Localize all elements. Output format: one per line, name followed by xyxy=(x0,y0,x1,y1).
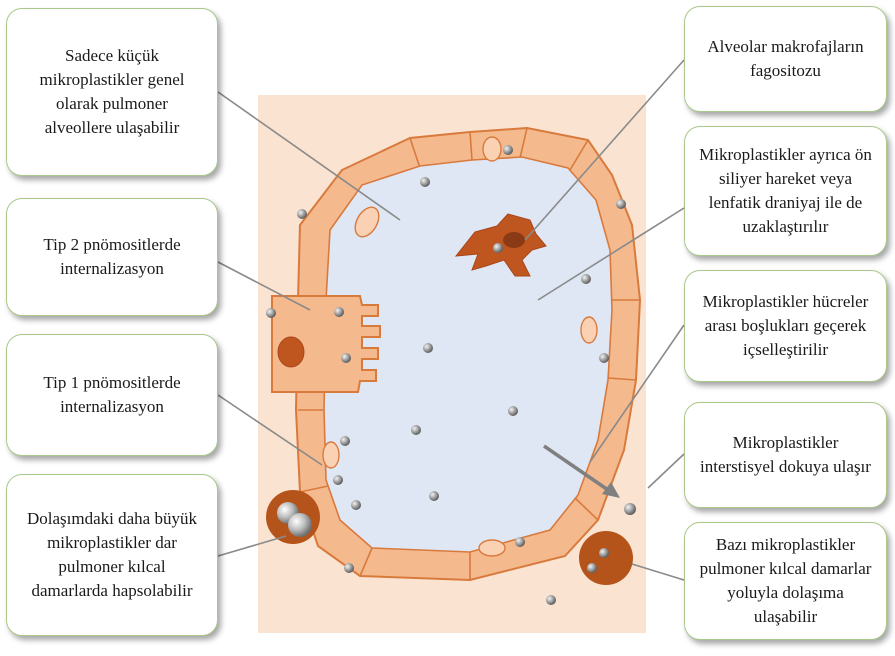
callout-line: pulmoner kılcal damarlar xyxy=(695,557,876,581)
callout-line: Bazı mikroplastikler xyxy=(695,533,876,557)
callout-line: olarak pulmoner xyxy=(40,92,185,116)
callout-line: internalizasyon xyxy=(43,257,180,281)
callout-line: yoluyla dolaşıma ulaşabilir xyxy=(695,581,876,629)
callout-line: mikroplastikler dar xyxy=(27,531,197,555)
callout-line: uzaklaştırılır xyxy=(699,215,872,239)
callout-line: interstisyel dokuya ulaşır xyxy=(700,455,871,479)
callout-line: damarlarda hapsolabilir xyxy=(27,579,197,603)
callout-trapped-capillaries: Dolaşımdaki daha büyük mikroplastikler d… xyxy=(6,474,218,636)
callout-type2-internalization: Tip 2 pnömositlerde internalizasyon xyxy=(6,198,218,316)
macrophage-nucleus xyxy=(503,232,525,248)
callout-line: içselleştirilir xyxy=(703,338,869,362)
callout-line: Tip 1 pnömositlerde xyxy=(43,371,180,395)
callout-line: lenfatik draniyaj ile de xyxy=(699,191,872,215)
callout-line: Tip 2 pnömositlerde xyxy=(43,233,180,257)
callout-line: mikroplastikler genel xyxy=(40,68,185,92)
callout-type1-internalization: Tip 1 pnömositlerde internalizasyon xyxy=(6,334,218,456)
callout-reach-interstitial: Mikroplastikler interstisyel dokuya ulaş… xyxy=(684,402,887,508)
callout-line: arası boşlukları geçerek xyxy=(703,314,869,338)
type2-pneumocyte-nucleus xyxy=(278,337,304,367)
callout-ciliary-lymphatic-clearance: Mikroplastikler ayrıca ön siliyer hareke… xyxy=(684,126,887,256)
callout-line: alveollere ulaşabilir xyxy=(40,116,185,140)
pulmonary-capillary-right xyxy=(579,531,633,585)
callout-line: pulmoner kılcal xyxy=(27,555,197,579)
callout-line: Mikroplastikler ayrıca ön xyxy=(699,143,872,167)
callout-line: Dolaşımdaki daha büyük xyxy=(27,507,197,531)
callout-small-reach-alveoli: Sadece küçük mikroplastikler genel olara… xyxy=(6,8,218,176)
callout-line: Mikroplastikler hücreler xyxy=(703,290,869,314)
callout-macrophage-phagocytosis: Alveolar makrofajların fagositozu xyxy=(684,6,887,112)
callout-line: internalizasyon xyxy=(43,395,180,419)
callout-reach-circulation: Bazı mikroplastikler pulmoner kılcal dam… xyxy=(684,522,887,640)
callout-intercellular-passage: Mikroplastikler hücreler arası boşluklar… xyxy=(684,270,887,382)
callout-line: Alveolar makrofajların xyxy=(707,35,863,59)
callout-line: Mikroplastikler xyxy=(700,431,871,455)
callout-line: siliyer hareket veya xyxy=(699,167,872,191)
callout-line: fagositozu xyxy=(707,59,863,83)
callout-line: Sadece küçük xyxy=(40,44,185,68)
pulmonary-capillary-left xyxy=(266,490,320,544)
